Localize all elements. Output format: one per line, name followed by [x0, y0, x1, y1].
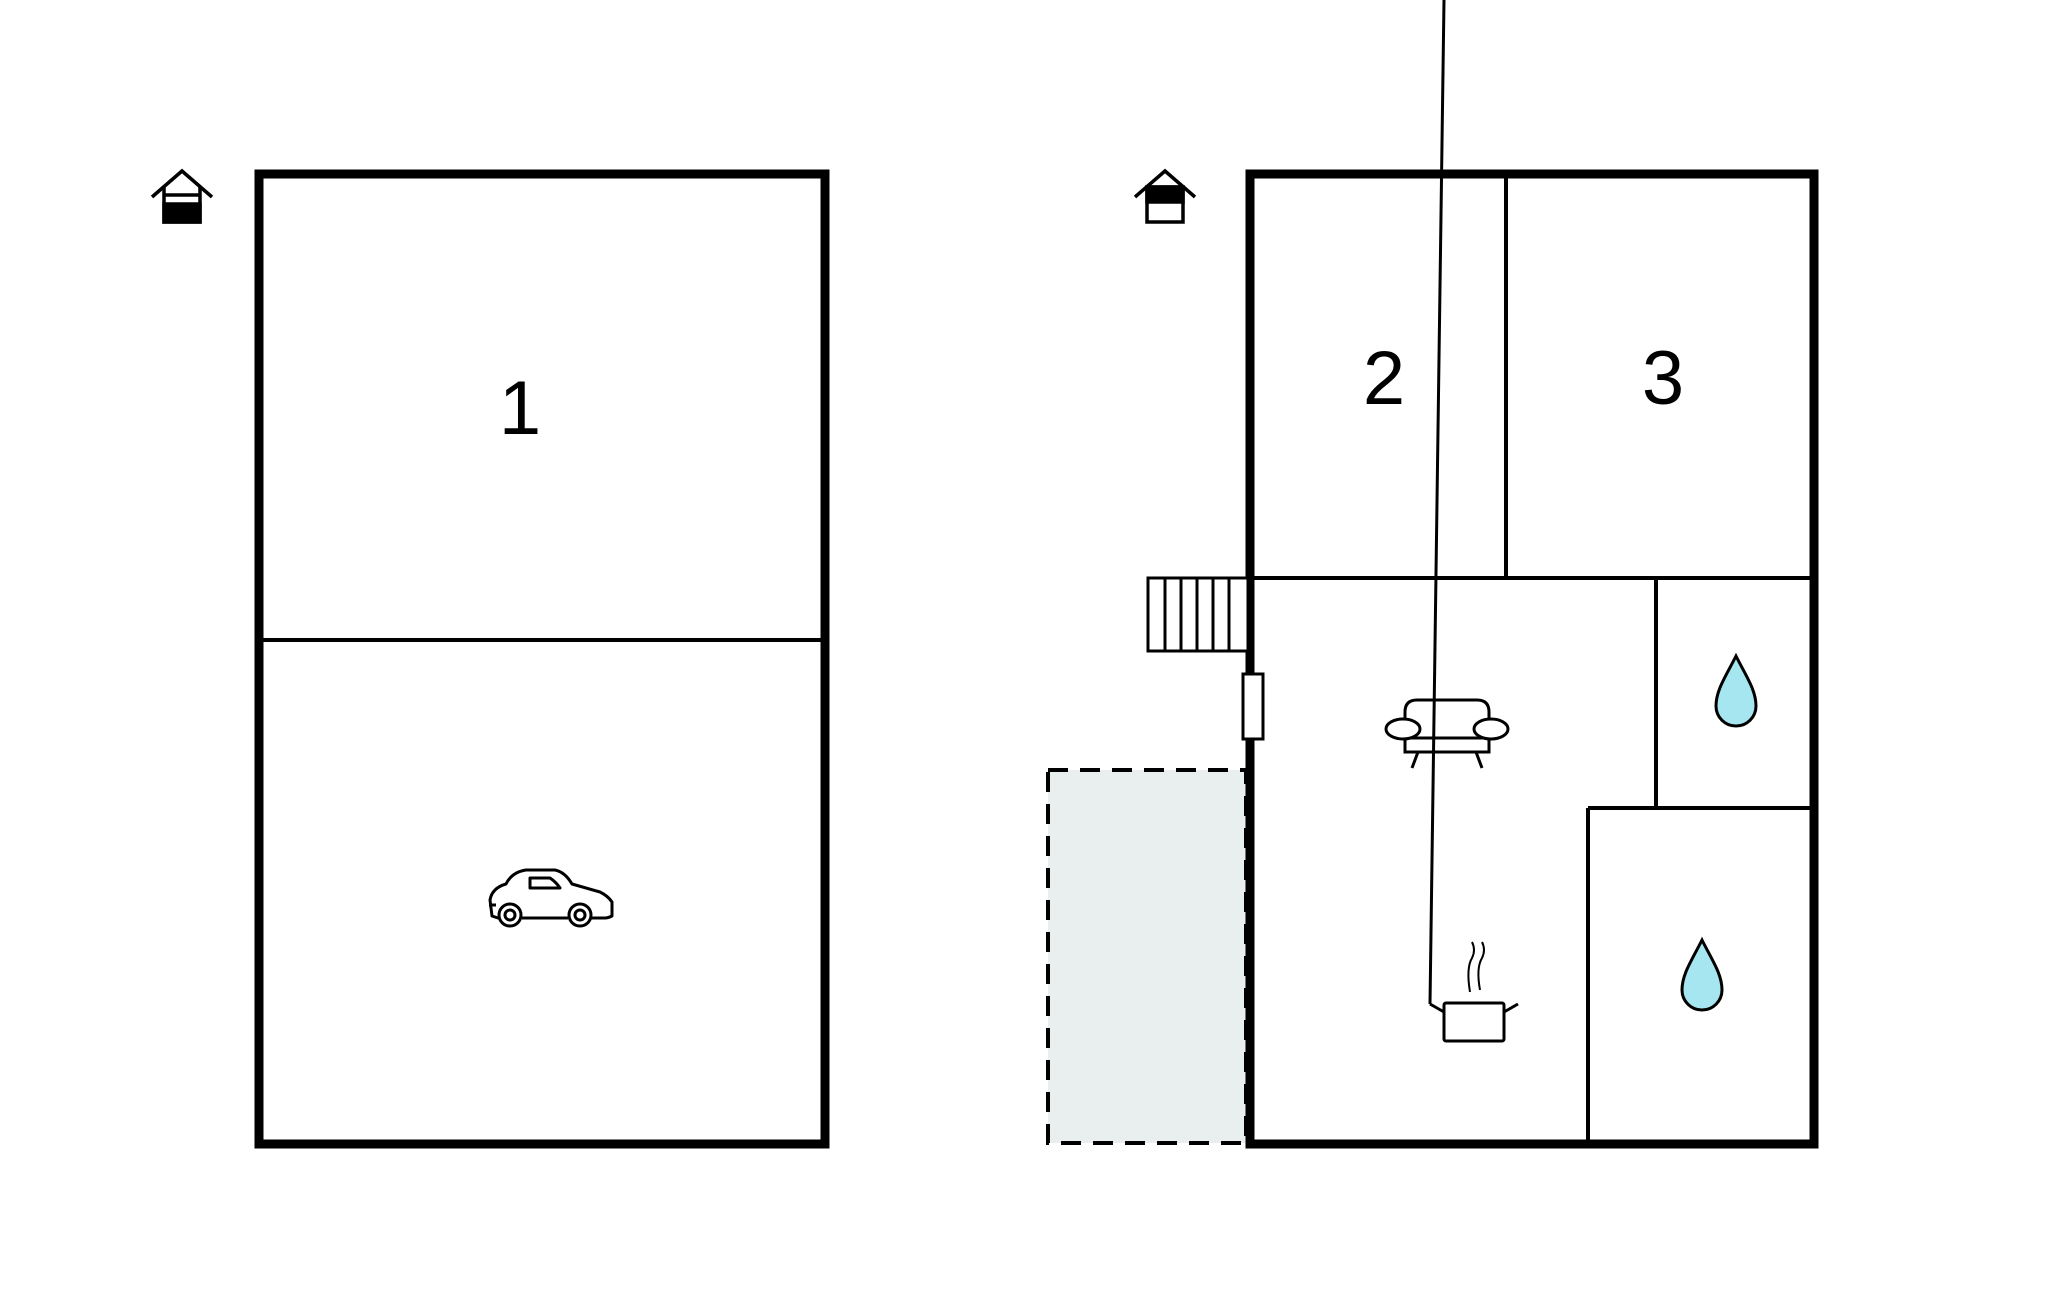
- right-floor: 2 3: [1046, 0, 1819, 1149]
- water-drop-icon: [1714, 652, 1758, 728]
- left-floor: 1: [150, 168, 830, 1149]
- house-upper-floor-icon: [1133, 168, 1197, 224]
- water-drop-icon: [1680, 936, 1724, 1012]
- stairs-icon: [1146, 576, 1250, 653]
- room-2-label: 2: [1363, 336, 1405, 421]
- right-floor-outline: [1245, 169, 1819, 1149]
- house-lower-floor-icon: [150, 168, 214, 224]
- terrace: [1046, 768, 1248, 1145]
- left-floor-outline: [254, 169, 830, 1149]
- cooking-pot-icon: [1428, 0, 1519, 1043]
- sofa-icon: [1384, 698, 1510, 769]
- right-floor-inner-walls: [1250, 174, 1814, 1144]
- car-icon: [488, 868, 614, 928]
- room-1-label: 1: [499, 366, 541, 451]
- room-3-label: 3: [1642, 336, 1684, 421]
- door-icon: [1241, 672, 1265, 741]
